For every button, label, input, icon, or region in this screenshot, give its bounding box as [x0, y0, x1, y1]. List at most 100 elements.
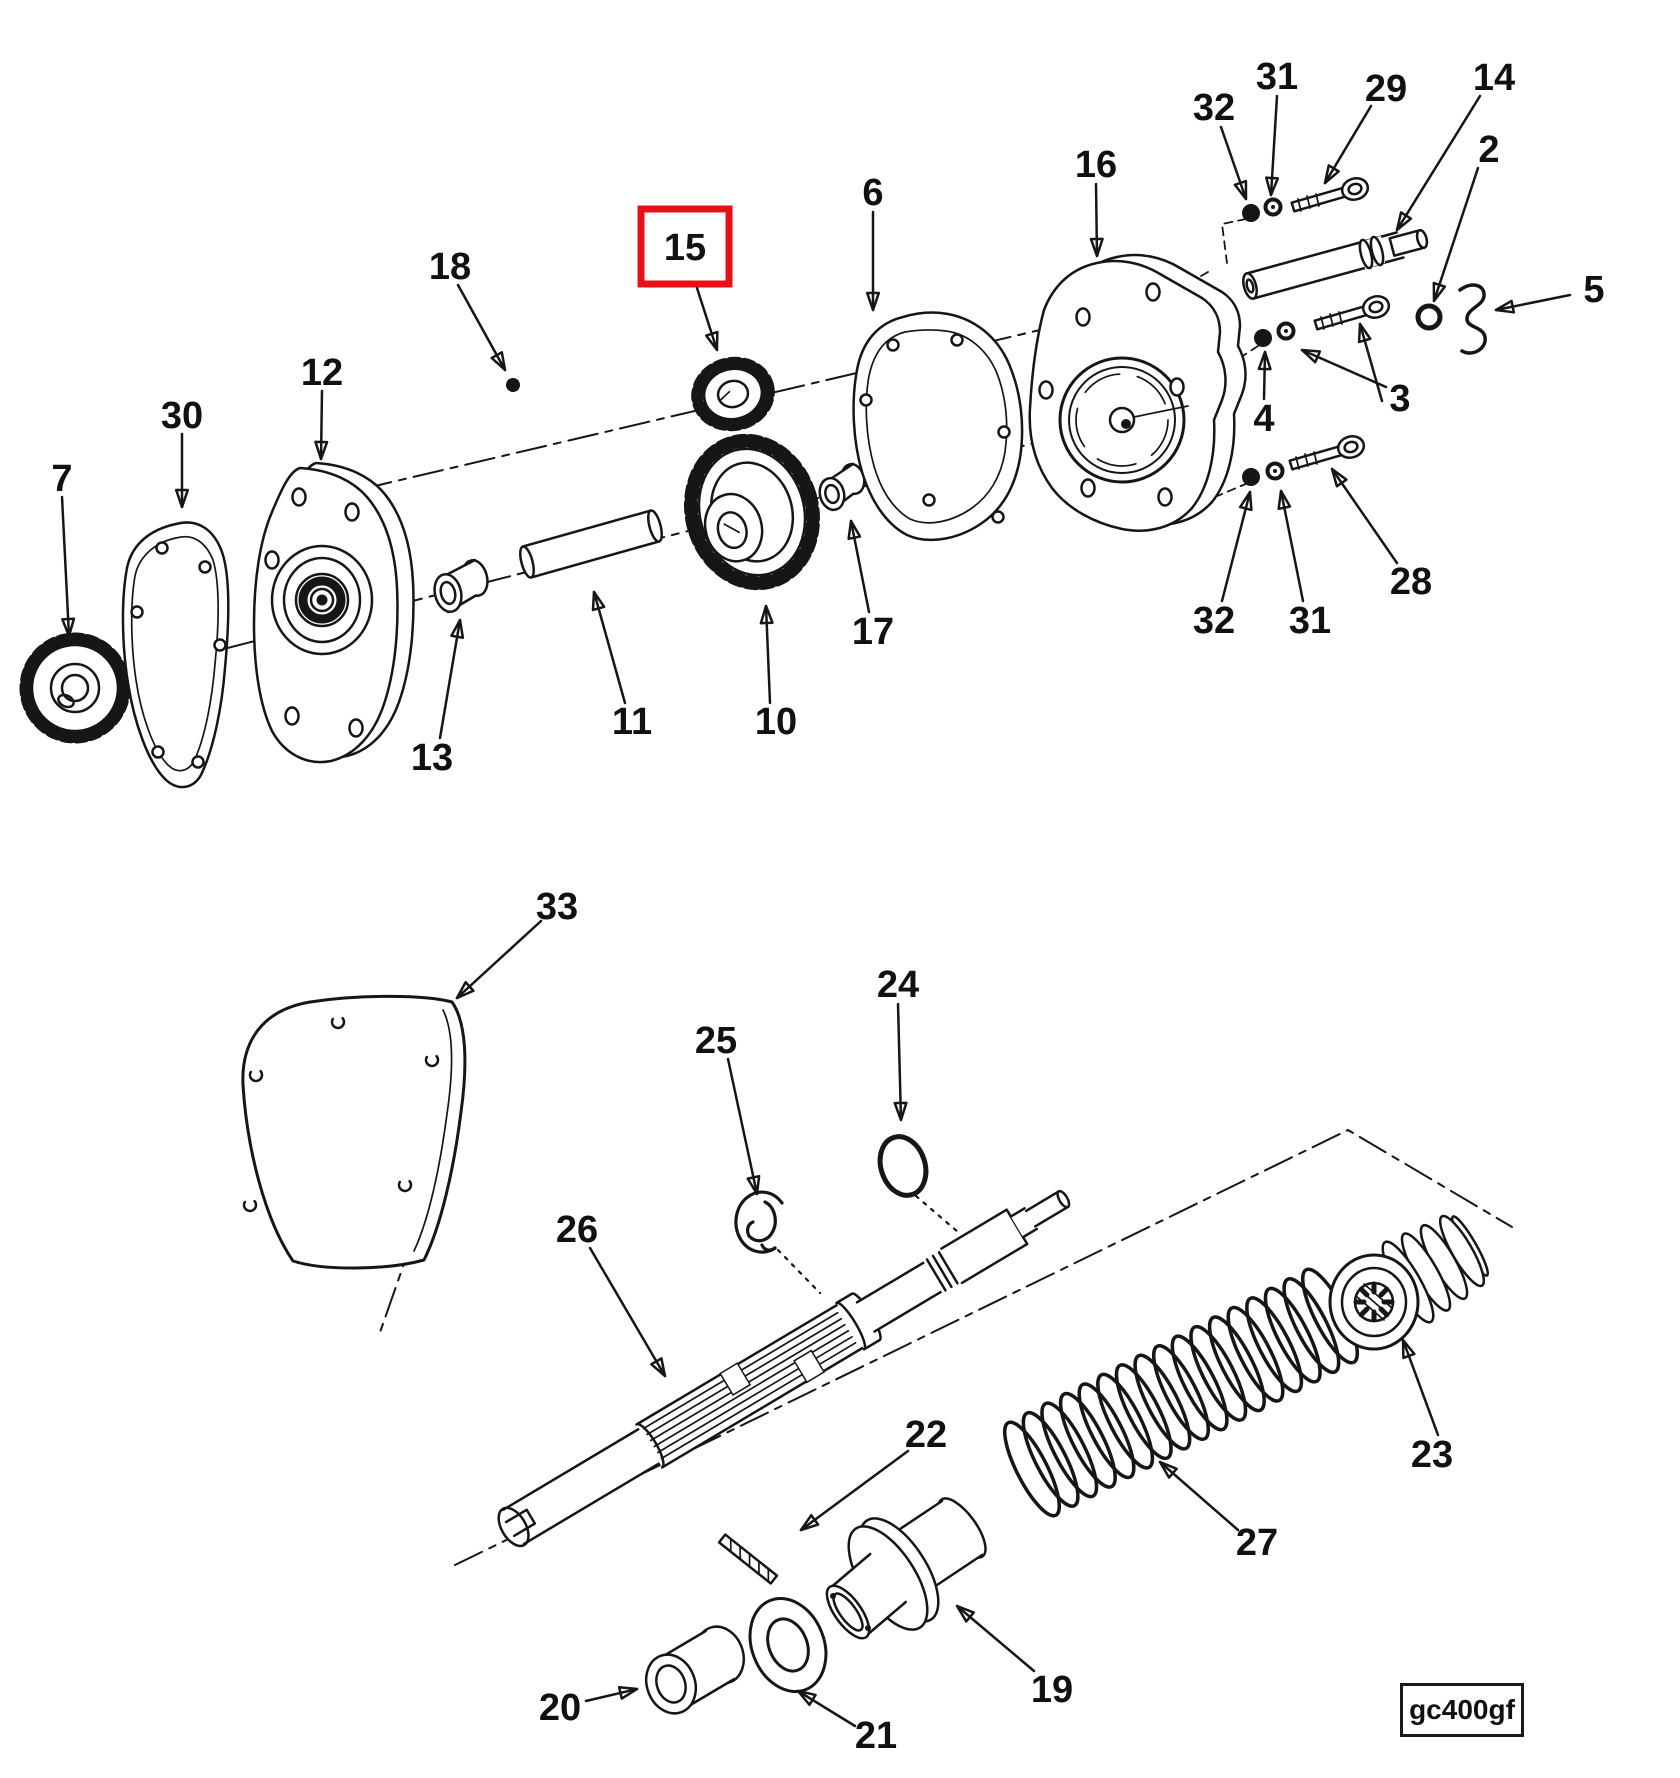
- highlight-box: [637, 205, 733, 288]
- part-32-31-fastener-pair-bottom: [1242, 461, 1285, 486]
- callout-31-bottom: 31: [1277, 489, 1331, 642]
- part-19-coupling-sleeve: [825, 1497, 987, 1640]
- callout-2: 2: [1432, 129, 1500, 303]
- part-22-pin: [717, 1533, 779, 1585]
- callout-23: 23: [1401, 1338, 1453, 1476]
- part-number-31-bottom: 31: [1289, 600, 1331, 642]
- callout-20: 20: [539, 1685, 639, 1729]
- part-23-splined-coupling: [1328, 1214, 1490, 1351]
- callout-24: 24: [877, 964, 919, 1122]
- part-29-bolt: [1290, 177, 1370, 213]
- callout-7: 7: [51, 458, 76, 638]
- part-2-oring: [1415, 303, 1443, 331]
- part-28-bolt: [1288, 435, 1366, 471]
- leader-dotted-lines: [776, 1194, 960, 1295]
- part-18-ball: [506, 378, 520, 392]
- callout-17: 17: [847, 519, 894, 653]
- part-number-6: 6: [862, 172, 883, 214]
- part-number-29: 29: [1365, 68, 1407, 110]
- part-number-31-top: 31: [1256, 56, 1298, 98]
- part-number-21: 21: [855, 1715, 897, 1757]
- part-number-32-bottom: 32: [1193, 600, 1235, 642]
- callout-5: 5: [1494, 269, 1605, 314]
- part-number-28: 28: [1390, 561, 1432, 603]
- callout-15: 15: [664, 227, 719, 352]
- part-number-20: 20: [539, 1687, 581, 1729]
- callout-11: 11: [591, 590, 652, 743]
- part-33-cover-plate: [241, 994, 467, 1270]
- part-32-31-fastener-pair-middle: [1254, 321, 1296, 347]
- callout-16: 16: [1075, 144, 1117, 258]
- part-number-10: 10: [755, 701, 797, 743]
- part-number-13: 13: [411, 737, 453, 779]
- callout-18: 18: [429, 246, 507, 372]
- part-number-12: 12: [301, 352, 343, 394]
- callout-3: 3: [1300, 322, 1411, 420]
- callout-27: 27: [1158, 1460, 1278, 1564]
- part-number-11: 11: [612, 701, 652, 743]
- callout-21: 21: [796, 1689, 897, 1757]
- part-24-oring: [877, 1134, 929, 1198]
- part-25-snap-ring: [734, 1190, 784, 1254]
- part-27-spring: [1002, 1267, 1360, 1518]
- part-number-33: 33: [536, 886, 578, 928]
- part-number-30: 30: [161, 395, 203, 437]
- callout-19: 19: [955, 1604, 1073, 1711]
- callout-32-top: 32: [1193, 87, 1248, 201]
- callout-25: 25: [695, 1020, 761, 1196]
- part-16-pump-housing: [1028, 253, 1247, 532]
- part-number-18: 18: [429, 246, 471, 288]
- callout-12: 12: [301, 352, 343, 461]
- part-32-31-fastener-pair-top: [1242, 197, 1283, 222]
- callout-22: 22: [799, 1414, 947, 1532]
- part-number-25: 25: [695, 1020, 737, 1062]
- part-number-22: 22: [905, 1414, 947, 1456]
- callout-33: 33: [455, 886, 578, 1000]
- part-17-bushing: [818, 462, 866, 512]
- part-20-bushing: [644, 1625, 746, 1715]
- callout-29: 29: [1323, 68, 1407, 185]
- figure-code: gc400gf: [1409, 1694, 1515, 1725]
- part-number-14: 14: [1473, 57, 1515, 99]
- part-number-2: 2: [1478, 129, 1499, 171]
- callout-28: 28: [1330, 467, 1432, 603]
- part-number-27: 27: [1236, 1522, 1278, 1564]
- callout-4: 4: [1253, 350, 1275, 440]
- part-number-5: 5: [1583, 269, 1604, 311]
- part-number-23: 23: [1411, 1434, 1453, 1476]
- part-12-bearing-housing: [252, 461, 415, 764]
- callout-14: 14: [1395, 57, 1515, 232]
- part-number-26: 26: [556, 1209, 598, 1251]
- part-3-bolt: [1313, 295, 1391, 331]
- part-13-bushing: [433, 558, 489, 614]
- part-11-idler-shaft: [519, 509, 663, 579]
- callout-31-top: 31: [1256, 56, 1298, 197]
- callout-6: 6: [862, 172, 884, 312]
- part-number-24: 24: [877, 964, 919, 1006]
- part-number-4: 4: [1253, 398, 1274, 440]
- part-number-32-top: 32: [1193, 87, 1235, 129]
- part-number-3: 3: [1389, 378, 1410, 420]
- part-10-driven-gear: [684, 433, 820, 591]
- part-7-drive-gear: [19, 632, 131, 744]
- part-number-17: 17: [852, 611, 894, 653]
- part-15-pinion-gear: [691, 356, 775, 432]
- part-30-gasket: [121, 521, 230, 789]
- part-14-drive-shaft: [1242, 228, 1429, 300]
- callout-30: 30: [161, 395, 203, 509]
- part-number-7: 7: [51, 458, 72, 500]
- part-5-spring-clip: [1458, 283, 1487, 355]
- figure-code-box: gc400gf: [1400, 1683, 1524, 1737]
- part-21-washer: [748, 1596, 828, 1694]
- part-number-19: 19: [1031, 1669, 1073, 1711]
- callout-26: 26: [556, 1209, 667, 1378]
- callout-13: 13: [411, 618, 465, 779]
- callout-10: 10: [755, 604, 797, 743]
- part-number-15: 15: [664, 227, 706, 269]
- part-26-splined-shaft: [497, 1189, 1071, 1548]
- callout-32-bottom: 32: [1193, 490, 1253, 642]
- part-6-gasket: [852, 311, 1024, 542]
